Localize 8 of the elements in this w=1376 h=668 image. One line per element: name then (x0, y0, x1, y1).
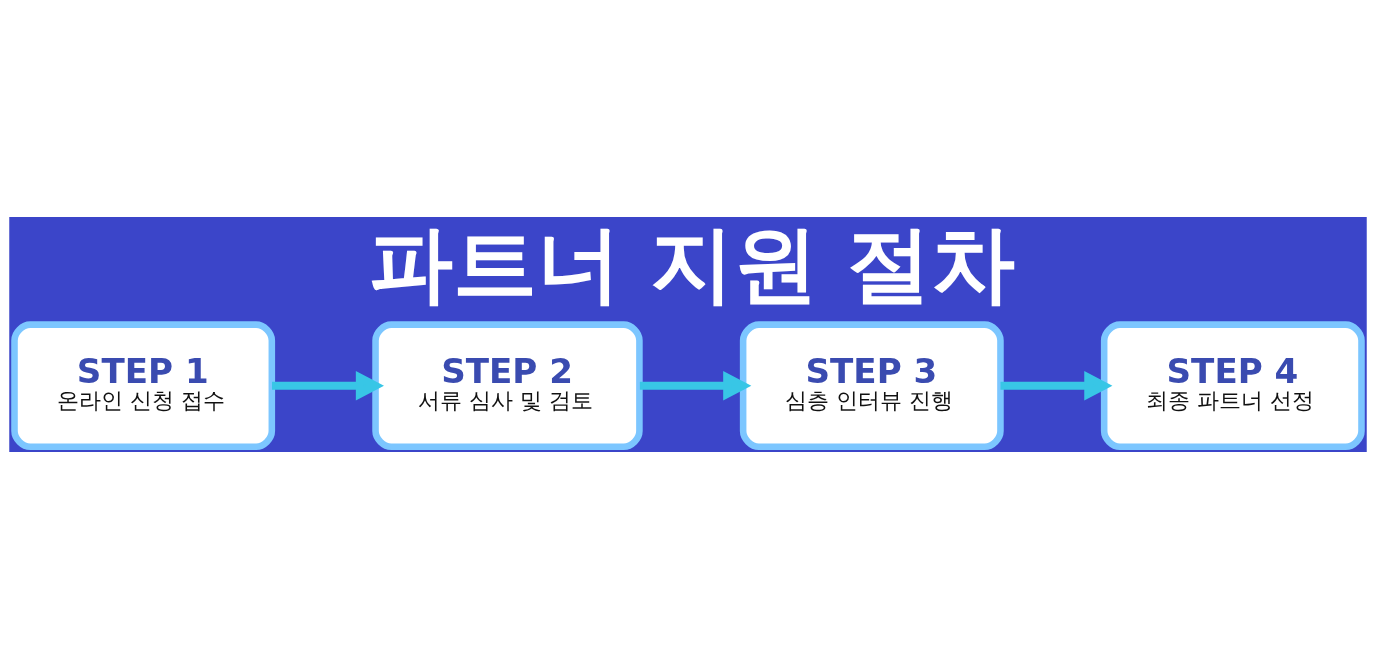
node-box: STEP 4 최종 파트너 선정 (1100, 320, 1365, 450)
node-box: STEP 1 온라인 신청 접수 (11, 320, 276, 450)
arrow (272, 370, 384, 400)
node-box: STEP 3 심층 인터뷰 진행 (739, 320, 1004, 450)
node-box: STEP 2 서류 심사 및 검토 (372, 320, 643, 450)
arrow (1000, 370, 1113, 400)
arrow (639, 370, 752, 400)
diagram-title: 파트너 지원 절차 (368, 214, 1016, 313)
